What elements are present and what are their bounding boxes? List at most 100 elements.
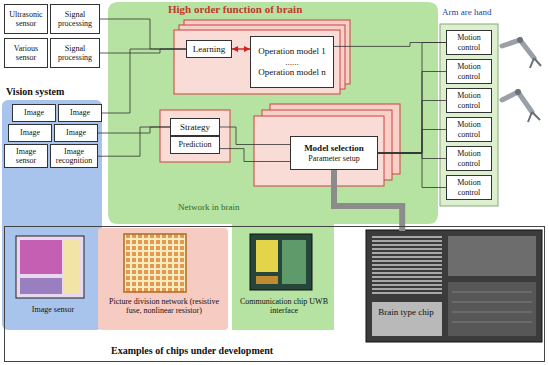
selection-box: Model selectionParameter setup [290,136,378,170]
chip-die: Brain type chip [367,231,543,343]
box-label: Operation model n [258,67,325,77]
robot-arm [502,40,534,58]
connector [378,153,446,159]
division-band [98,228,228,330]
image-box: Image sensor [4,144,48,168]
chip-block [448,236,536,276]
chip-block [372,236,442,296]
strategy-panel [160,110,230,162]
box-label: Signal processing [53,44,97,62]
connector [378,130,446,154]
box-label: Learning [193,44,225,54]
motion-panel-fill [440,24,498,206]
chip-block [256,276,278,284]
connector [378,153,446,188]
connector [220,127,290,145]
chip-region: Communication chip UWB interface [233,231,335,331]
box-label: ...... [285,57,299,67]
image-box: Image [54,124,98,142]
box-label: Ultrasonic sensor [7,10,45,28]
robot-joint [517,37,523,43]
robot-gripper [528,112,540,122]
robot-gripper [530,58,541,68]
chip-image [124,234,186,292]
model-box: Operation model 1......Operation model n [250,36,334,88]
connector [98,127,170,156]
vision-band [2,100,102,330]
chip-region: Image sensor [9,231,97,329]
connector [378,43,446,154]
region-label: Picture division network (resistive fuse… [101,297,227,315]
connector [334,43,446,47]
image-box: Image [58,104,102,122]
chip-image [250,234,312,290]
group-label: Vision system [6,86,64,98]
box-label: Parameter setup [308,154,359,163]
image-box: Image recognition [50,144,98,168]
sensor-box: Various sensor [4,38,48,68]
chip-region: Picture division network (resistive fuse… [99,231,229,331]
motion-box: Motion control [446,30,492,55]
box-label: Image recognition [53,147,95,165]
region-label: Examples of chips under development [111,345,391,357]
box-label: Model selection [304,143,364,153]
box-label: Image [66,128,86,137]
chip-block [256,240,278,272]
chip-image [366,230,542,342]
chip-block [64,240,80,294]
motion-box: Motion control [446,88,492,113]
connector [100,49,186,53]
motion-box: Motion control [446,59,492,84]
brain-region: Learning Operation model 1......Operation… [108,2,438,224]
connector [334,170,402,231]
connector [100,19,186,49]
region-label: Image sensor [9,305,97,314]
box-label: Signal processing [53,10,97,28]
chip-block [448,282,536,336]
selection-panel [254,116,384,186]
process-box: Signal processing [50,38,100,68]
region-label: Brain type chip [373,307,439,317]
region-label: Arm are hand [442,7,500,17]
connector [98,127,170,133]
box-label: Image [20,128,40,137]
prediction-box: Prediction [170,136,220,154]
region-label: Communication chip UWB interface [235,297,333,315]
motion-box: Motion control [446,117,492,142]
box-label: Motion control [449,33,489,51]
connector [220,149,290,162]
box-label: Motion control [449,91,489,109]
image-box: Image [12,104,56,122]
box-label: Motion control [449,120,489,138]
process-box: Signal processing [50,4,100,34]
box-label: Strategy [180,122,210,132]
motion-box: Motion control [446,175,492,200]
robot-joint [515,89,521,95]
model-panel [174,30,340,94]
region-label: Network in brain [178,202,308,212]
chip-grid [124,234,186,292]
chip-lines [452,292,532,322]
connector [232,48,250,49]
motion-panel: Motion controlMotion controlMotion contr… [440,24,498,206]
learning-box: Learning [186,40,232,58]
motion-box: Motion control [446,146,492,171]
box-label: Motion control [449,62,489,80]
image-box: Image [8,124,52,142]
chip-block [372,302,442,336]
box-label: Image [24,108,44,117]
box-label: Image sensor [7,147,45,165]
connector [378,72,446,154]
chip-block [20,240,62,274]
chip-block [20,278,62,294]
box-label: Image [70,108,90,117]
chip-image [16,236,84,298]
chip-block [282,240,306,284]
box-label: Various sensor [7,44,45,62]
robot-arm [502,92,532,112]
box-label: Motion control [449,149,489,167]
region-label: High order function of brain [168,3,388,16]
connector [378,101,446,154]
connector [102,49,186,113]
strategy-box: Strategy [170,118,220,136]
